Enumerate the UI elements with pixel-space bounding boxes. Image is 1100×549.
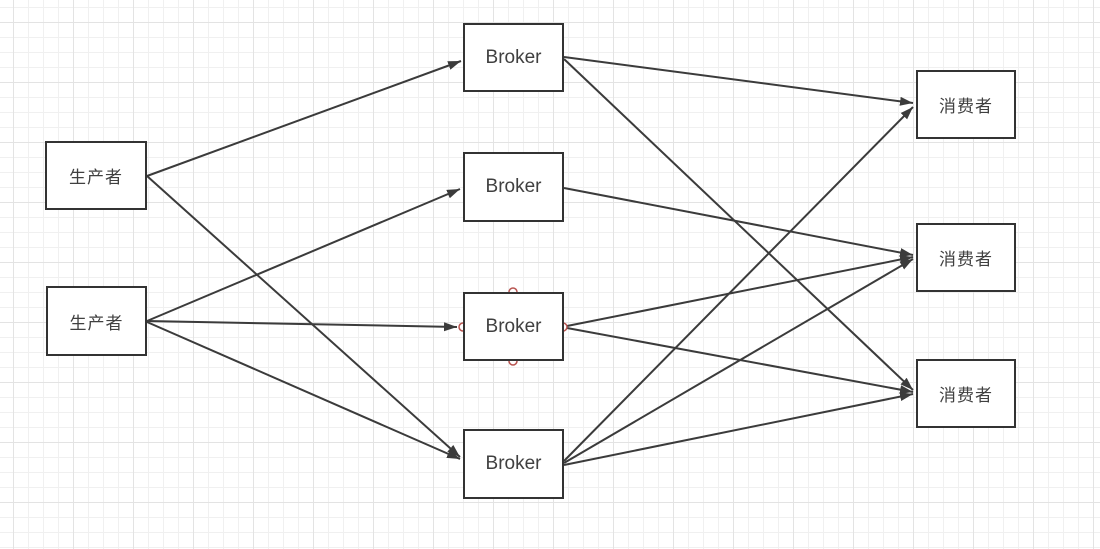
node-label-consumer-3: 消费者 [939,386,993,405]
node-consumer-3[interactable]: 消费者 [916,359,1016,428]
edge-broker-4-to-consumer-1[interactable] [563,106,914,462]
edge-producer-1-to-broker-4[interactable] [146,175,461,458]
edge-broker-2-to-consumer-2[interactable] [563,187,914,257]
node-label-broker-4: Broker [485,453,542,474]
node-label-producer-1: 生产者 [69,168,123,187]
node-label-broker-1: Broker [485,46,542,68]
node-producer-2[interactable]: 生产者 [46,286,147,356]
node-consumer-1[interactable]: 消费者 [916,70,1016,139]
edge-producer-2-to-broker-3[interactable] [146,320,458,332]
edge-broker-4-to-consumer-2[interactable] [563,258,914,464]
node-label-broker-3: Broker [485,315,542,337]
node-broker-3[interactable]: Broker [463,292,564,361]
node-producer-1[interactable]: 生产者 [45,141,147,210]
node-label-consumer-1: 消费者 [939,97,993,116]
edge-broker-4-to-consumer-3[interactable] [563,392,914,466]
edge-broker-1-to-consumer-1[interactable] [563,56,914,106]
edge-broker-1-to-consumer-3[interactable] [563,58,914,391]
node-label-producer-2: 生产者 [69,313,124,333]
node-broker-2[interactable]: Broker [463,152,564,222]
node-label-broker-2: Broker [485,176,542,197]
edge-producer-2-to-broker-2[interactable] [146,188,461,322]
edge-broker-3-to-consumer-2[interactable] [566,255,914,327]
edge-producer-2-to-broker-4[interactable] [146,321,461,460]
node-broker-4[interactable]: Broker [463,429,564,499]
node-label-consumer-2: 消费者 [939,250,993,269]
edge-producer-1-to-broker-1[interactable] [146,60,462,177]
node-consumer-2[interactable]: 消费者 [916,223,1016,292]
node-broker-1[interactable]: Broker [463,23,564,92]
